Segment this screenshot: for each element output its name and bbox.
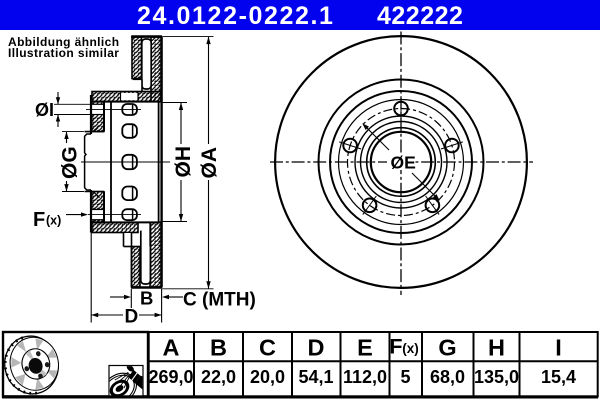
svg-text:(x): (x) (402, 341, 419, 356)
svg-text:Illustration similar: Illustration similar (8, 46, 119, 60)
svg-text:22,0: 22,0 (201, 367, 236, 387)
svg-text:I: I (555, 335, 562, 361)
svg-text:15,4: 15,4 (541, 367, 576, 387)
svg-text:Abbildung ähnlich: Abbildung ähnlich (8, 35, 119, 49)
svg-text:135,0: 135,0 (474, 367, 519, 387)
svg-text:20,0: 20,0 (250, 367, 285, 387)
svg-text:ØG: ØG (59, 146, 82, 179)
svg-text:A: A (163, 335, 180, 361)
svg-text:24.0122-0222.1: 24.0122-0222.1 (137, 2, 335, 30)
svg-text:422222: 422222 (377, 2, 463, 30)
svg-text:ØA: ØA (198, 147, 221, 179)
svg-text:54,1: 54,1 (298, 367, 333, 387)
svg-text:C: C (259, 335, 276, 361)
svg-text:269,0: 269,0 (148, 367, 193, 387)
svg-text:F: F (33, 209, 45, 231)
svg-text:E: E (357, 335, 373, 361)
svg-text:ØH: ØH (172, 146, 195, 178)
svg-text:68,0: 68,0 (430, 367, 465, 387)
svg-text:C (MTH): C (MTH) (183, 290, 256, 311)
svg-text:ØI: ØI (35, 100, 54, 120)
svg-text:B: B (210, 335, 227, 361)
svg-text:(x): (x) (46, 214, 61, 228)
svg-text:F: F (389, 335, 402, 359)
svg-text:112,0: 112,0 (343, 367, 387, 387)
svg-text:B: B (140, 288, 153, 309)
svg-text:G: G (438, 335, 456, 361)
svg-text:D: D (125, 307, 139, 328)
svg-text:D: D (308, 335, 325, 361)
svg-text:5: 5 (400, 367, 410, 387)
svg-text:H: H (488, 335, 505, 361)
svg-text:ØE: ØE (391, 153, 416, 173)
